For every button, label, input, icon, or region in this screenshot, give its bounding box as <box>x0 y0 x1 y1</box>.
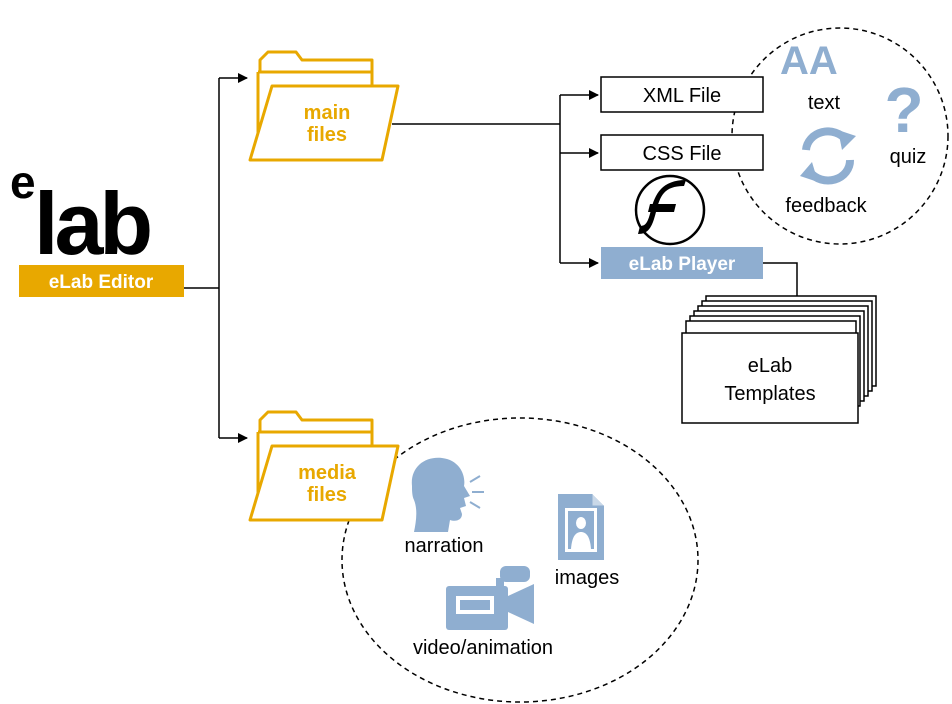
narration-icon <box>411 457 484 532</box>
flash-icon <box>634 174 706 246</box>
text-size-icon: AA <box>780 39 838 83</box>
content-types-circle <box>731 27 949 245</box>
main-files-label-line2: files <box>307 124 347 146</box>
css-file-box: CSS File <box>600 134 764 171</box>
feedback-label: feedback <box>785 195 867 217</box>
css-file-label: CSS File <box>643 143 722 165</box>
templates-stack <box>681 295 877 424</box>
main-files-label-line1: main <box>304 102 351 124</box>
image-file-icon <box>558 494 604 560</box>
text-label: text <box>808 92 841 114</box>
folder-icon <box>258 410 374 434</box>
connectors <box>184 73 798 443</box>
narration-label: narration <box>405 535 484 557</box>
elab-player-box: eLab Player <box>601 247 763 279</box>
xml-file-box: XML File <box>600 76 764 113</box>
folder-icon <box>258 50 374 74</box>
images-label: images <box>555 567 619 589</box>
player-to-templates-connector <box>763 262 798 296</box>
elab-logo: e lab <box>10 156 154 273</box>
elab-editor-label: eLab Editor <box>49 272 154 293</box>
media-types-circle <box>341 417 699 703</box>
media-files-label-line2: files <box>307 484 347 506</box>
media-files-folder: media files <box>248 410 400 522</box>
logo-wordmark: lab <box>34 174 150 273</box>
media-files-label-line1: media <box>298 462 357 484</box>
main-files-folder: main files <box>248 50 400 162</box>
refresh-icon <box>800 127 856 185</box>
elab-editor-badge: eLab Editor <box>19 265 184 297</box>
video-camera-icon <box>446 566 534 630</box>
xml-file-label: XML File <box>643 85 721 107</box>
logo-superscript: e <box>10 156 36 208</box>
quiz-label: quiz <box>890 146 927 168</box>
templates-label-line2: Templates <box>724 383 815 405</box>
question-mark-icon: ? <box>884 74 923 146</box>
elab-player-label: eLab Player <box>629 254 736 275</box>
video-animation-label: video/animation <box>413 637 553 659</box>
templates-label-line1: eLab <box>748 355 793 377</box>
